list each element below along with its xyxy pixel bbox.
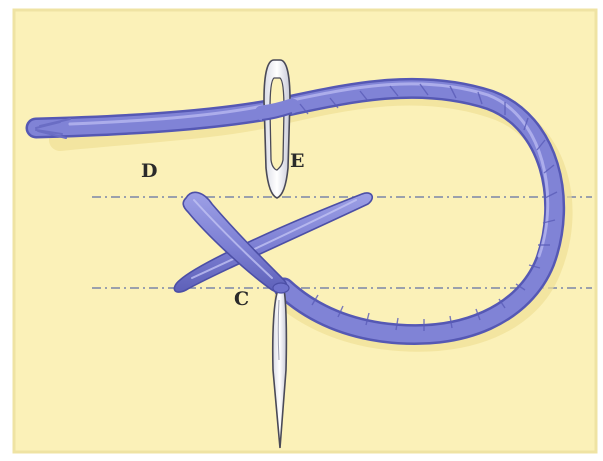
thread-through-eye [262,106,292,113]
point-label-d: D [141,162,157,181]
point-label-c: C [234,290,249,309]
thread-entry-point [273,283,289,293]
needle-icon [264,60,290,198]
point-label-e: E [290,152,304,171]
